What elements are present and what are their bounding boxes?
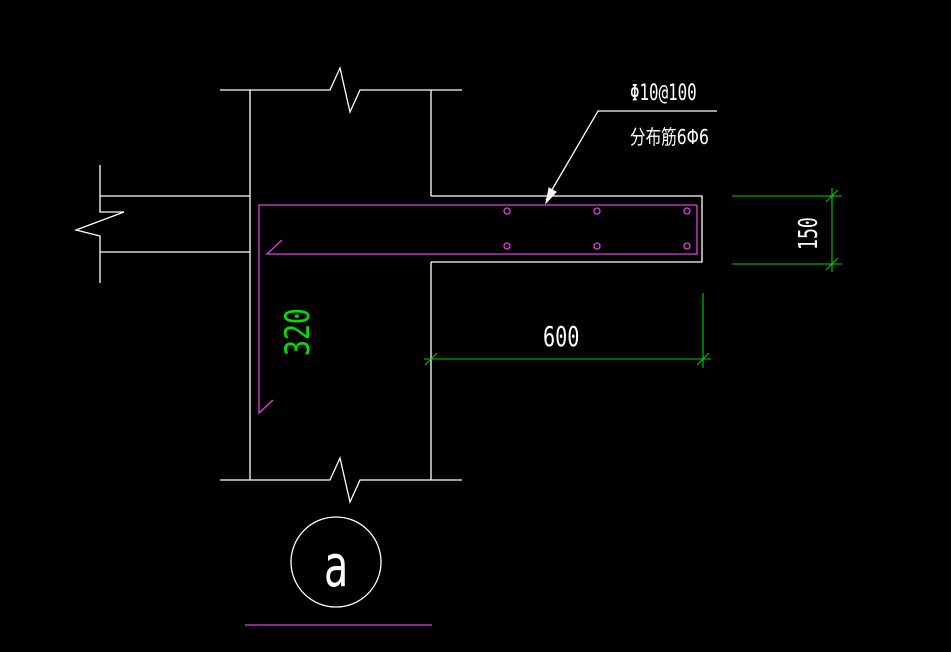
rebar-group bbox=[258, 204, 698, 415]
thickness-tick-top bbox=[825, 189, 839, 203]
rebar-end-loop bbox=[265, 205, 698, 255]
axis-label: a bbox=[324, 533, 348, 600]
left-slab-break-line bbox=[73, 165, 125, 283]
rebar-callout: Φ10@100 分布筋6Φ6 bbox=[545, 79, 717, 205]
distribution-bar-dot bbox=[593, 207, 601, 215]
dimension-thickness: 150 bbox=[732, 188, 842, 272]
distribution-bar-dot bbox=[683, 207, 691, 215]
dimension-length: 600 bbox=[424, 293, 711, 368]
distribution-bar-dot bbox=[683, 242, 691, 250]
callout-leader-line bbox=[545, 110, 717, 201]
length-value: 600 bbox=[543, 320, 579, 353]
distribution-spec-label: 分布筋6Φ6 bbox=[630, 126, 709, 149]
thickness-tick-bottom bbox=[825, 257, 839, 271]
wall-top-break-line bbox=[220, 65, 462, 115]
callout-arrowhead bbox=[545, 187, 557, 205]
distribution-bar-dot bbox=[503, 207, 511, 215]
wall-outline bbox=[220, 65, 462, 505]
cantilever-slab bbox=[431, 195, 703, 263]
axis-marker: a bbox=[245, 516, 432, 626]
top-rebar bbox=[258, 204, 697, 415]
thickness-value: 150 bbox=[794, 217, 824, 250]
axis-circle bbox=[290, 516, 382, 608]
wall-bottom-break-line bbox=[220, 455, 462, 505]
cantilever-outline bbox=[431, 195, 703, 263]
left-slab bbox=[73, 165, 250, 283]
length-tick-left bbox=[424, 352, 438, 366]
distribution-bar-dot bbox=[503, 242, 511, 250]
anchorage-value: 320 bbox=[279, 308, 318, 356]
rebar-spec-label: Φ10@100 bbox=[630, 79, 697, 105]
distribution-bar-dot bbox=[593, 242, 601, 250]
length-tick-right bbox=[696, 352, 710, 366]
